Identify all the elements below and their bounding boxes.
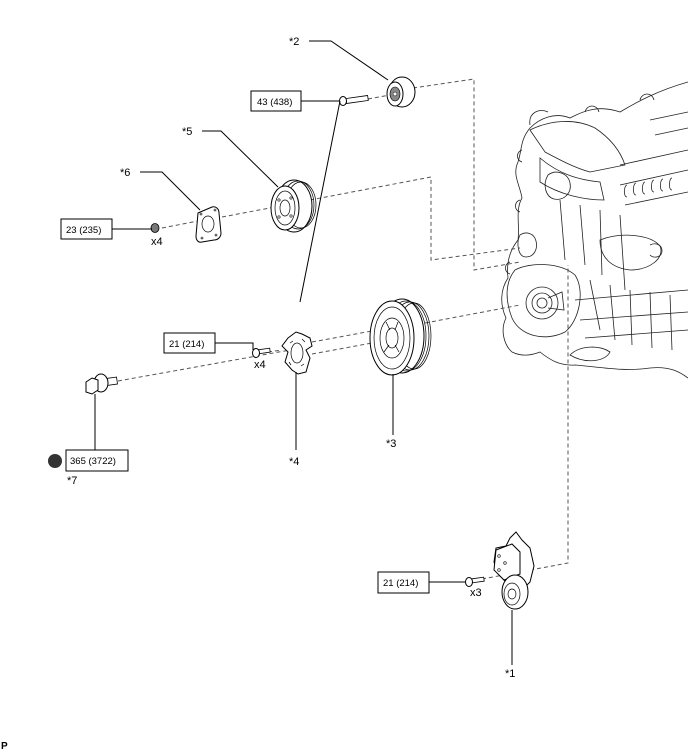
idler-pulley[interactable] — [386, 76, 416, 108]
footer-code: P — [1, 741, 8, 752]
engine-block — [501, 81, 688, 379]
part-label-1: *1 — [505, 668, 515, 680]
torque-value: 21 (214) — [383, 578, 418, 589]
torque-box-flange: 21 (214) — [163, 332, 216, 354]
leader-lines — [94, 40, 513, 665]
torque-box-water-pump: 23 (235) — [60, 218, 113, 240]
part-label-5: *5 — [182, 126, 192, 138]
alignment-lines — [117, 78, 569, 580]
torque-box-crank-bolt: 365 (3722) — [65, 449, 129, 472]
torque-value: 365 (3722) — [70, 456, 116, 467]
part-label-7: *7 — [67, 475, 77, 487]
crankshaft-flange[interactable] — [281, 331, 313, 375]
idler-pulley-bolt[interactable] — [339, 95, 369, 106]
torque-box-idler: 43 (438) — [250, 90, 302, 112]
water-pump-pulley[interactable] — [270, 179, 317, 233]
non-reusable-part-icon — [48, 454, 62, 468]
crankshaft-flange-bolt[interactable] — [252, 347, 271, 358]
part-label-2: *2 — [289, 36, 299, 48]
torque-value: 43 (438) — [257, 97, 292, 108]
torque-value: 23 (235) — [66, 225, 101, 236]
tensioner-bolt[interactable] — [465, 576, 485, 587]
part-label-4: *4 — [289, 456, 299, 468]
crankshaft-pulley-bolt[interactable] — [85, 373, 118, 395]
pulley-plate[interactable] — [195, 206, 222, 243]
quantity-label: x4 — [254, 359, 266, 371]
quantity-label: x3 — [470, 587, 482, 599]
belt-tensioner[interactable] — [493, 531, 535, 610]
torque-box-tensioner: 21 (214) — [377, 571, 430, 594]
crankshaft-pulley[interactable] — [369, 298, 432, 376]
torque-value: 21 (214) — [169, 339, 204, 350]
quantity-label: x4 — [151, 236, 163, 248]
part-label-3: *3 — [386, 438, 396, 450]
water-pump-pulley-bolt[interactable] — [150, 223, 160, 233]
part-label-6: *6 — [120, 167, 130, 179]
